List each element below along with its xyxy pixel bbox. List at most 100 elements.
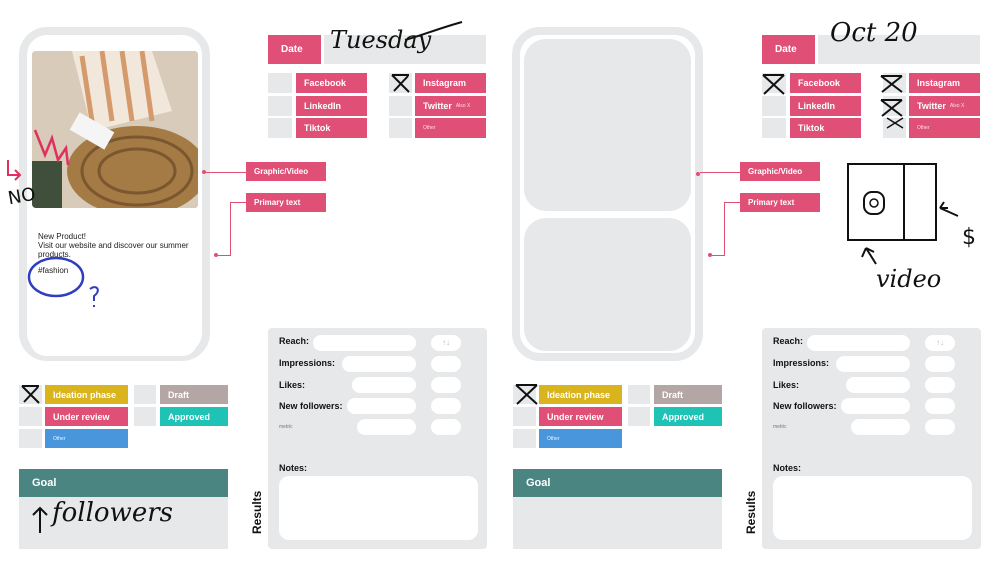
graphic-video-tag-right[interactable]: Graphic/Video (740, 162, 820, 181)
impressions-input-right[interactable] (836, 356, 910, 372)
handwritten-goal-left: followers (52, 498, 173, 528)
custom-delta-right[interactable] (925, 419, 955, 435)
primary-text-tag-left[interactable]: Primary text (246, 193, 326, 212)
notes-label-left: Notes: (279, 463, 308, 473)
underline-stroke-icon (404, 21, 463, 41)
checkbox-review-left[interactable] (19, 407, 42, 426)
platform-tiktok-right: Tiktok (790, 118, 861, 138)
status-other-label: Other (53, 435, 66, 442)
checkbox-review-right[interactable] (513, 407, 536, 426)
likes-delta-left[interactable] (431, 377, 461, 393)
cross-mark-icon (21, 385, 40, 404)
checkbox-ideation-right[interactable] (513, 385, 536, 404)
notes-box-right[interactable] (773, 476, 972, 540)
platform-twitter-right: Twitter Also X (909, 96, 980, 116)
reach-input-right[interactable] (807, 335, 910, 351)
date-label-right: Date (762, 35, 815, 64)
followers-delta-left[interactable] (431, 398, 461, 414)
platform-tiktok-left: Tiktok (296, 118, 367, 138)
goal-field-right[interactable] (513, 497, 722, 549)
platform-instagram-left: Instagram (415, 73, 486, 93)
followers-input-right[interactable] (841, 398, 910, 414)
status-review-left: Under review (45, 407, 128, 426)
metric-likes-left: Likes: (279, 380, 306, 390)
status-other-label: Other (547, 435, 560, 442)
cross-mark-icon (515, 384, 538, 405)
status-draft-left: Draft (160, 385, 228, 404)
status-ideation-right: Ideation phase (539, 385, 622, 404)
metric-custom-right: metric (773, 424, 787, 430)
graphic-slot-right[interactable] (524, 39, 691, 211)
date-field-right[interactable] (818, 35, 980, 64)
up-arrow-icon: ↑ (936, 338, 940, 347)
connector-line-primary-right-h2 (724, 202, 740, 203)
checkbox-approved-left[interactable] (134, 407, 156, 426)
post-sketch (847, 163, 959, 265)
followers-input-left[interactable] (347, 398, 416, 414)
checkbox-facebook-left[interactable] (268, 73, 292, 93)
graphic-video-tag-left[interactable]: Graphic/Video (246, 162, 326, 181)
handwritten-date-right: Oct 20 (830, 18, 918, 48)
down-arrow-icon: ↓ (446, 338, 450, 347)
likes-input-left[interactable] (352, 377, 416, 393)
checkbox-twitter-left[interactable] (389, 96, 412, 116)
impressions-input-left[interactable] (342, 356, 416, 372)
platform-other-right: Other (909, 118, 980, 138)
checkbox-draft-left[interactable] (134, 385, 156, 404)
post-body-line2: products. (38, 250, 71, 259)
twitter-label: Twitter (423, 101, 452, 111)
goal-header-right: Goal (513, 469, 722, 497)
followers-delta-right[interactable] (925, 398, 955, 414)
status-draft-right: Draft (654, 385, 722, 404)
custom-delta-left[interactable] (431, 419, 461, 435)
checkbox-other-status-right[interactable] (513, 429, 536, 448)
checkbox-linkedin-right[interactable] (762, 96, 786, 116)
metric-custom-left: metric (279, 424, 293, 430)
checkbox-approved-right[interactable] (628, 407, 650, 426)
handwritten-price: $ (962, 225, 976, 250)
connector-line-primary-left-h (218, 255, 230, 256)
checkbox-other-left[interactable] (389, 118, 412, 138)
metric-impressions-right: Impressions: (773, 358, 830, 368)
up-arrow-icon: ↑ (442, 338, 446, 347)
status-other-right: Other (539, 429, 622, 448)
custom-input-left[interactable] (357, 419, 416, 435)
pink-arrow-icon (7, 129, 70, 181)
primary-text-tag-right[interactable]: Primary text (740, 193, 820, 212)
connector-dot-graphic-left (202, 170, 206, 174)
likes-delta-right[interactable] (925, 377, 955, 393)
status-review-right: Under review (539, 407, 622, 426)
connector-line-primary-right-h (712, 255, 724, 256)
status-ideation-left: Ideation phase (45, 385, 128, 404)
twitter-label: Twitter (917, 101, 946, 111)
platform-linkedin-right: LinkedIn (790, 96, 861, 116)
other-label: Other (917, 125, 930, 131)
reach-input-left[interactable] (313, 335, 416, 351)
custom-input-right[interactable] (851, 419, 910, 435)
connector-line-primary-left-v (230, 202, 231, 256)
impressions-delta-right[interactable] (925, 356, 955, 372)
status-approved-right: Approved (654, 407, 722, 426)
impressions-delta-left[interactable] (431, 356, 461, 372)
likes-input-right[interactable] (846, 377, 910, 393)
checkbox-draft-right[interactable] (628, 385, 650, 404)
cross-mark-icon (391, 74, 410, 93)
post-text-area[interactable]: New Product! Visit our website and disco… (30, 218, 198, 356)
checkbox-tiktok-right[interactable] (762, 118, 786, 138)
checkbox-other-right[interactable] (883, 118, 906, 138)
goal-field-left[interactable] (19, 497, 228, 549)
platform-linkedin-left: LinkedIn (296, 96, 367, 116)
metric-followers-right: New followers: (773, 401, 837, 411)
handwritten-video-note: video (876, 265, 942, 293)
sort-toggle-left[interactable]: ↑↓ (431, 335, 461, 351)
sort-toggle-right[interactable]: ↑↓ (925, 335, 955, 351)
product-photo-illustration (32, 51, 198, 208)
notes-box-left[interactable] (279, 476, 478, 540)
connector-dot-primary-right (708, 253, 712, 257)
checkbox-tiktok-left[interactable] (268, 118, 292, 138)
checkbox-linkedin-left[interactable] (268, 96, 292, 116)
twitter-sub: Also X (455, 103, 471, 109)
checkbox-other-status-left[interactable] (19, 429, 42, 448)
text-slot-right[interactable] (524, 218, 691, 351)
status-other-left: Other (45, 429, 128, 448)
